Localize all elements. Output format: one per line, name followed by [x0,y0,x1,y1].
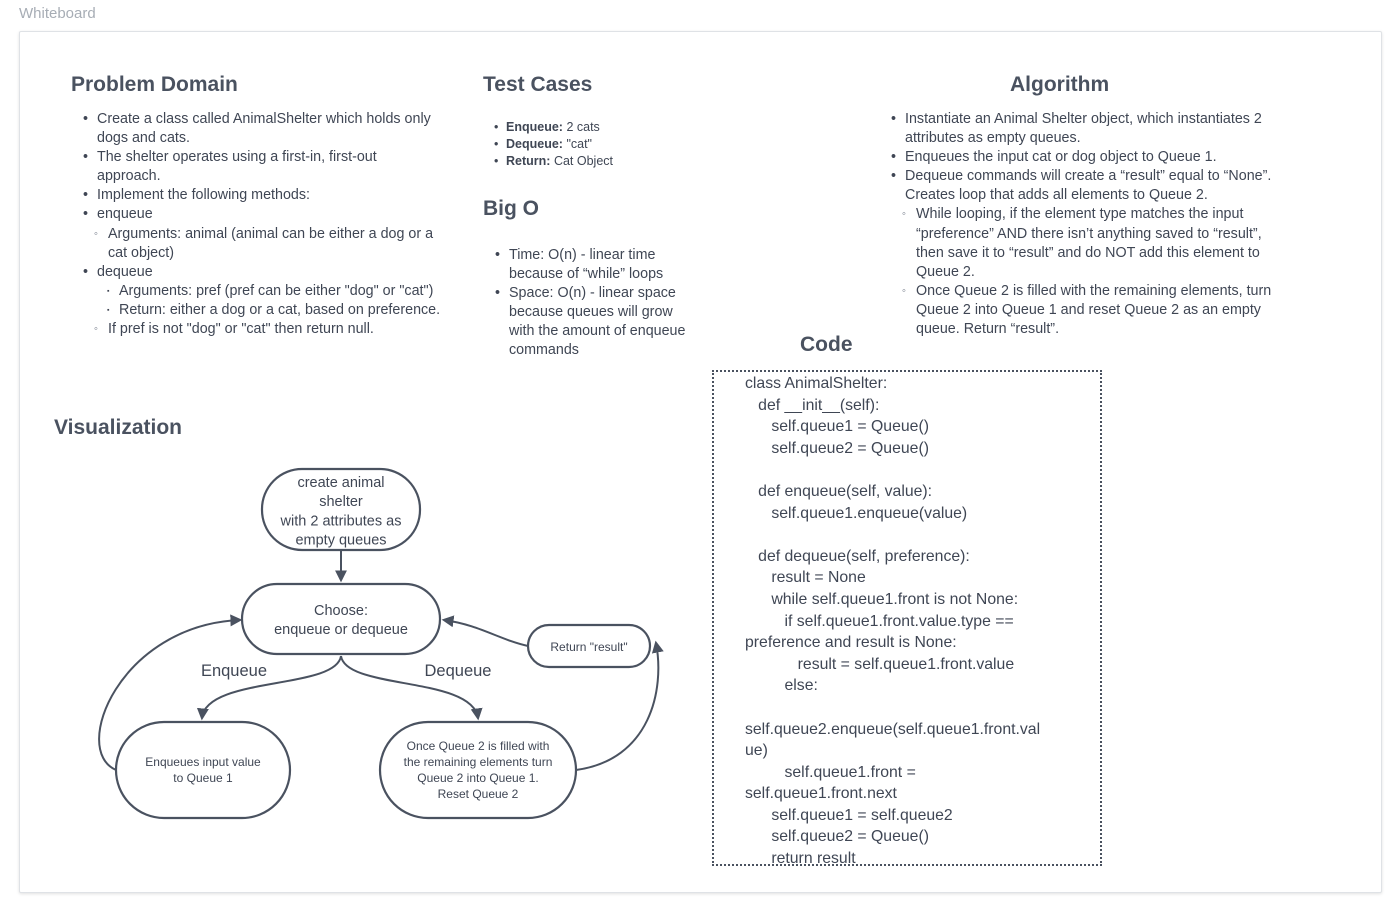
list-item: Once Queue 2 is filled with the remainin… [891,282,1283,339]
code-line: ​ [745,459,1100,481]
code-line: ​ [745,697,1100,719]
list-item: Arguments: animal (animal can be either … [83,225,443,263]
problem-domain-list: Create a class called AnimalShelter whic… [83,110,443,339]
code-line: def enqueue(self, value): [745,482,933,500]
test-case-item: Enqueue: 2 cats [492,119,692,136]
test-case-value: 2 cats [566,120,600,134]
problem-domain-title: Problem Domain [71,73,238,96]
code-block: class AnimalShelter: def __init__(self):… [714,372,1100,866]
list-item: dequeue [83,263,443,282]
test-case-label: Enqueue: [506,120,563,134]
list-item: While looping, if the element type match… [891,205,1283,281]
list-item: Arguments: pref (pref can be either "dog… [83,282,443,301]
list-item: Implement the following methods: [83,186,443,205]
code-line: result = None [745,569,866,587]
code-line: return result [745,850,856,866]
code-line: self.queue1.front = [745,763,916,781]
test-case-value: "cat" [566,137,592,151]
code-line: self.queue2 = Queue() [745,439,929,457]
big-o-title: Big O [483,197,539,220]
code-line: def __init__(self): [745,396,880,414]
code-line: self.queue1.enqueue(value) [745,504,968,522]
list-item: Return: either a dog or a cat, based on … [83,301,443,320]
big-o-list: Time: O(n) - linear time because of “whi… [495,246,690,361]
list-item: Enqueues the input cat or dog object to … [891,148,1283,167]
code-line: preference and result is None: [745,634,957,652]
test-case-label: Return: [506,154,551,168]
test-case-value: Cat Object [553,154,613,168]
code-line: class AnimalShelter: [745,375,888,392]
code-line: self.queue2 = Queue() [745,828,929,846]
list-item: Time: O(n) - linear time because of “whi… [495,246,690,284]
list-item: enqueue [83,205,443,224]
list-item: Space: O(n) - linear space because queue… [495,284,690,360]
algorithm-title: Algorithm [1010,73,1110,96]
code-line: while self.queue1.front is not None: [745,590,1019,608]
page-label: Whiteboard [19,5,96,22]
code-line: self.queue1 = self.queue2 [745,806,953,824]
code-line: ue) [745,742,768,760]
code-line: self.queue1.front.next [745,785,897,803]
code-box: class AnimalShelter: def __init__(self):… [712,370,1102,866]
test-case-item: Dequeue: "cat" [492,136,692,153]
list-item: If pref is not "dog" or "cat" then retur… [83,320,443,339]
code-line: result = self.queue1.front.value [745,655,1015,673]
test-case-label: Dequeue: [506,137,563,151]
test-cases-list: Enqueue: 2 catsDequeue: "cat"Return: Cat… [492,119,692,170]
list-item: Instantiate an Animal Shelter object, wh… [891,110,1283,148]
list-item: The shelter operates using a first-in, f… [83,148,443,186]
code-line: if self.queue1.front.value.type == [745,612,1014,630]
test-cases-title: Test Cases [483,73,593,96]
visualization-title: Visualization [54,416,182,439]
code-line: ​ [745,524,1100,546]
code-line: self.queue2.enqueue(self.queue1.front.va… [745,720,1041,738]
code-line: else: [745,677,818,695]
list-item: Create a class called AnimalShelter whic… [83,110,443,148]
algorithm-list: Instantiate an Animal Shelter object, wh… [891,110,1283,339]
code-line: def dequeue(self, preference): [745,547,970,565]
list-item: Dequeue commands will create a “result” … [891,167,1283,205]
test-case-item: Return: Cat Object [492,153,692,170]
code-line: self.queue1 = Queue() [745,418,929,436]
code-title: Code [800,333,853,356]
